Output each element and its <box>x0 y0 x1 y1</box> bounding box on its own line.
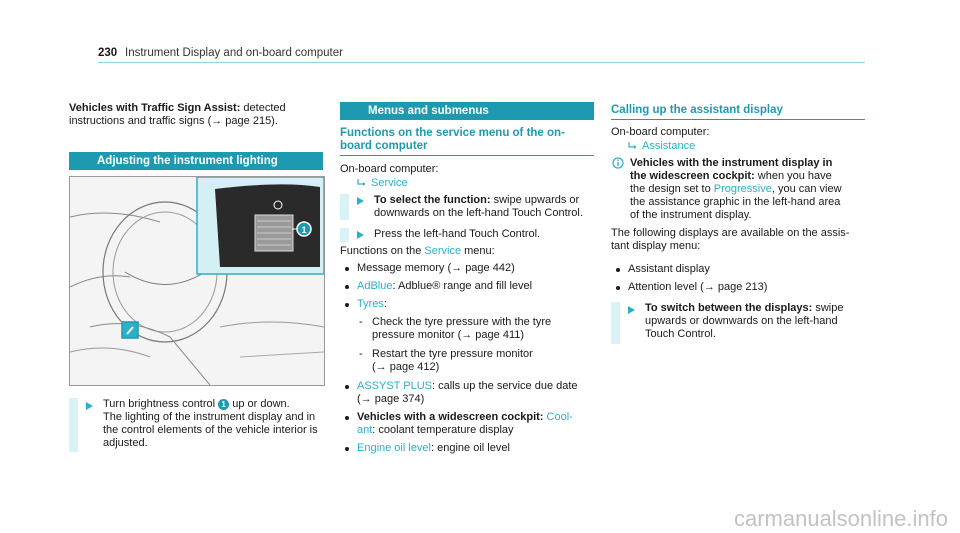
step-arrow-icon <box>628 306 635 314</box>
step-arrow-icon <box>86 402 93 410</box>
list-item-assyst: ASSYST PLUS: calls up the service due da… <box>357 380 578 405</box>
bullet-icon <box>616 286 620 290</box>
section-band-instrument-lighting: Adjusting the instrument lighting <box>69 152 323 170</box>
displays-paragraph: The following displays are available on … <box>611 227 850 252</box>
list-item-attention-level: Attention level (→ page 213) <box>628 281 768 293</box>
callout-marker <box>296 221 312 237</box>
sub-item-restart-tyre: Restart the tyre pressure monitor (→ pag… <box>372 348 533 373</box>
switch-displays-step: To switch between the displays: swipe up… <box>645 302 844 340</box>
widescreen-note: Vehicles with the instrument display in … <box>630 157 842 221</box>
band-title: Menus and submenus <box>368 105 489 117</box>
service-menu-heading: Functions on the service menu of the on-… <box>340 127 565 152</box>
service-menu-content: On-board computer: <box>340 163 439 175</box>
step-bar <box>340 194 349 220</box>
nav-arrow-icon <box>628 142 637 149</box>
list-item-coolant: Vehicles with a widescreen cockpit: Cool… <box>357 411 573 436</box>
bullet-icon <box>345 416 349 420</box>
select-function-step: To select the function: swipe upwards or… <box>374 194 583 219</box>
watermark: carmanualsonline.info <box>733 506 948 531</box>
bullet-icon <box>345 303 349 307</box>
nav-link-service[interactable]: Service <box>371 177 408 189</box>
link-coolant[interactable]: Cool- <box>543 411 573 423</box>
step-bar <box>69 398 78 452</box>
dash-icon: - <box>359 316 363 328</box>
step-arrow-icon <box>357 231 364 239</box>
section-title: Adjusting the instrument lighting <box>97 155 278 167</box>
link-adblue[interactable]: AdBlue <box>357 280 393 292</box>
bullet-icon <box>616 268 620 272</box>
page-number: 230 <box>98 47 118 59</box>
functions-intro: Functions on the Service menu: <box>340 245 495 257</box>
press-step: Press the left-hand Touch Control. <box>374 228 541 240</box>
section-band-menus: Menus and submenus <box>340 102 594 120</box>
heading-rule <box>340 155 594 156</box>
onboard-label: On-board computer: <box>611 126 710 138</box>
step-arrow-icon <box>357 197 364 205</box>
link-service[interactable]: Service <box>424 245 462 257</box>
list-item-message-memory: Message memory (→ page 442) <box>357 262 515 274</box>
column-1: Vehicles with Traffic Sign Assist: detec… <box>69 102 323 128</box>
intro-bold: Vehicles with Traffic Sign Assist: <box>69 102 241 114</box>
nav-arrow-icon <box>357 179 366 186</box>
step-bar <box>340 228 349 242</box>
bullet-icon <box>345 267 349 271</box>
bullet-icon <box>345 447 349 451</box>
nav-link-assistance[interactable]: Assistance <box>642 140 696 152</box>
list-item-tyres: Tyres: <box>357 298 387 310</box>
list-item-assistant-display: Assistant display <box>628 263 710 275</box>
dash-icon: - <box>359 348 363 360</box>
assistant-display-heading: Calling up the assistant display <box>611 104 783 116</box>
control-number-badge: 1 <box>218 398 230 410</box>
step-bar <box>611 302 620 344</box>
header-title: Instrument Display and on-board computer <box>125 47 343 59</box>
cockpit-figure: 1 <box>69 176 325 386</box>
info-icon <box>612 157 624 169</box>
list-item-adblue: AdBlue: Adblue® range and fill level <box>357 280 533 292</box>
intro-paragraph: Vehicles with Traffic Sign Assist: detec… <box>69 102 286 127</box>
link-assyst-plus[interactable]: ASSYST PLUS <box>357 380 432 392</box>
sub-item-check-tyre: Check the tyre pressure with the tyre pr… <box>372 316 552 341</box>
list-item-engine-oil: Engine oil level: engine oil level <box>357 442 510 454</box>
instruction-step: Turn brightness control 1 up or down. Th… <box>103 398 318 449</box>
link-progressive[interactable]: Progressive <box>713 183 772 195</box>
link-engine-oil[interactable]: Engine oil level <box>357 442 431 454</box>
heading-rule <box>611 119 865 120</box>
callout-number: 1 <box>301 225 306 235</box>
cockpit-illustration: 1 <box>70 177 324 385</box>
bullet-icon <box>345 385 349 389</box>
header-rule <box>98 62 865 63</box>
bullet-icon <box>345 285 349 289</box>
link-tyres[interactable]: Tyres <box>357 298 384 310</box>
